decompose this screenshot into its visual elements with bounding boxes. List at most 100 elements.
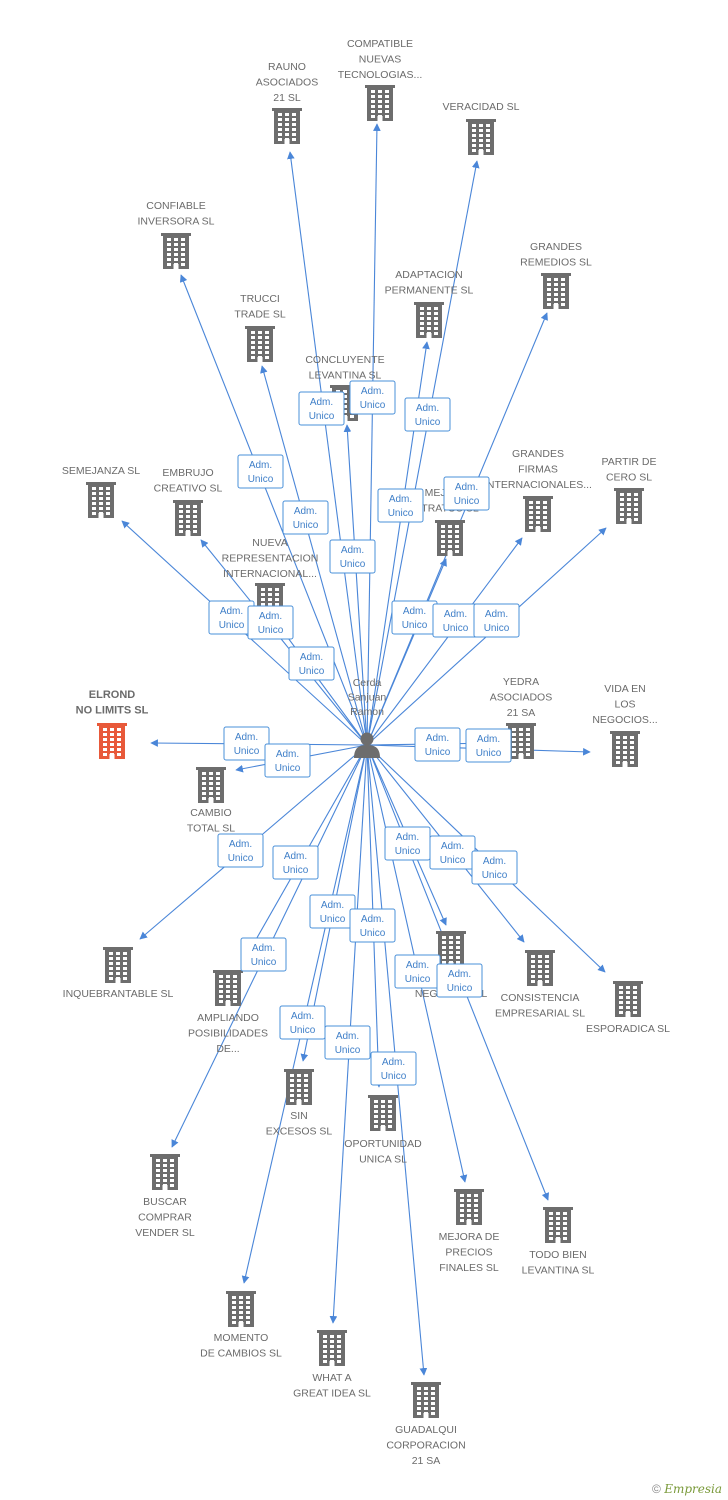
role-label-line: Unico: [402, 620, 428, 631]
company-label-line: VIDA EN: [604, 683, 645, 695]
role-label-elrond: Adm.Unico: [223, 726, 270, 761]
building-icon: [614, 488, 644, 524]
edge-rauno: [287, 151, 368, 746]
role-label-line: Adm.: [426, 733, 449, 744]
company-label-line: AMPLIANDO: [197, 1012, 259, 1024]
role-label-box: [370, 1051, 417, 1086]
company-label-line: GRANDES: [530, 241, 582, 253]
company-label-line: CAMBIO: [190, 807, 231, 819]
role-label-line: Adm.: [441, 841, 464, 852]
company-label-line: VENDER SL: [135, 1227, 195, 1239]
role-label-text: Adm.Unico: [381, 1057, 407, 1082]
role-label-line: Unico: [440, 855, 466, 866]
role-label-line: Unico: [293, 520, 319, 531]
role-label-text: Adm.Unico: [360, 386, 386, 411]
role-label-text: Adm.Unico: [283, 851, 309, 876]
building-icon: [97, 723, 127, 759]
edge-trucci: [260, 365, 368, 746]
company-label-line: CONSISTENCIA: [501, 992, 580, 1004]
role-label-text: Adm.Unico: [454, 482, 480, 507]
role-label-line: Adm.: [416, 403, 439, 414]
role-label-text: Adm.Unico: [395, 832, 421, 857]
role-label-inquebrantable: Adm.Unico: [217, 833, 264, 868]
edge-compatible: [366, 123, 381, 746]
role-label-box: [471, 850, 518, 885]
role-label-text: Adm.Unico: [425, 733, 451, 758]
role-label-box: [349, 380, 396, 415]
role-label-line: Adm.: [341, 545, 364, 556]
role-label-line: Adm.: [220, 606, 243, 617]
role-label-embrujo: Adm.Unico: [247, 605, 294, 640]
company-label-line: OPORTUNIDAD: [344, 1138, 422, 1150]
company-node-esporadica[interactable]: ESPORADICA SL: [586, 981, 670, 1035]
company-node-semejanza[interactable]: SEMEJANZA SL: [62, 465, 140, 518]
role-label-concluyente: Adm.Unico: [298, 391, 345, 426]
building-icon: [284, 1069, 314, 1105]
role-label-text: Adm.Unico: [482, 856, 508, 881]
company-label-line: TRUCCI: [240, 293, 280, 305]
company-label-line: CONCLUYENTE: [305, 354, 384, 366]
role-label-text: Adm. Unico: [440, 841, 466, 866]
role-label-line: Unico: [447, 983, 473, 994]
role-label-box: [436, 963, 483, 998]
role-label-line: Unico: [405, 974, 431, 985]
role-label-grandes-firmas: Adm.Unico: [432, 603, 479, 638]
role-label-line: Adm.: [276, 749, 299, 760]
role-label-line: Adm.: [235, 732, 258, 743]
company-label-line: INTERNACIONALES...: [484, 479, 592, 491]
building-icon: [161, 233, 191, 269]
company-label-line: CORPORACION: [386, 1440, 465, 1452]
role-label-text: Adm. Unico: [340, 545, 366, 570]
role-label-line: Unico: [340, 559, 366, 570]
company-node-veracidad[interactable]: VERACIDAD SL: [442, 101, 520, 155]
brand-logo-text[interactable]: Empresia: [664, 1482, 722, 1496]
company-label-line: ASOCIADOS: [256, 77, 318, 89]
company-label-line: POSIBILIDADES: [188, 1028, 268, 1040]
role-label-cambio: Adm.Unico: [264, 743, 311, 778]
company-node-inquebrantable[interactable]: INQUEBRANTABLE SL: [63, 947, 174, 1000]
role-label-ampliando: Adm.Unico: [240, 937, 287, 972]
company-label-line: DE CAMBIOS SL: [200, 1348, 282, 1360]
building-icon: [103, 947, 133, 983]
role-label-text: Adm.Unico: [320, 900, 346, 925]
role-label-vida: Adm.Unico: [414, 727, 461, 762]
role-label-line: Adm.: [403, 606, 426, 617]
role-label-adaptacion: Adm.Unico: [404, 397, 451, 432]
role-label-text: Adm.Unico: [309, 397, 335, 422]
role-label-text: Adm.Unico: [447, 969, 473, 994]
role-label-text: Adm.Unico: [388, 494, 414, 519]
company-label-line: REPRESENTACION: [222, 553, 319, 565]
